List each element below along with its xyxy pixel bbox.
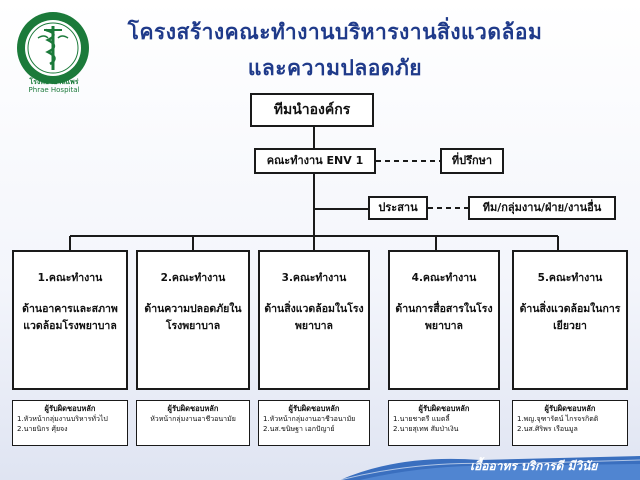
responsible-box-3: ผู้รับผิดชอบหลัก 1.หัวหน้ากลุ่มงานอาชีวอ…	[258, 400, 370, 446]
footer-motto: เอื้ออาทร บริการดี มีวินัย	[470, 459, 598, 473]
team-box-2: 2.คณะทำงาน ด้านความปลอดภัยในโรงพยาบาล	[136, 250, 250, 390]
logo-caption: โรงพยาบาลแพร่ Phrae Hospital	[6, 78, 102, 94]
team-box-4: 4.คณะทำงาน ด้านการสื่อสารในโรงพยาบาล	[388, 250, 500, 390]
team-box-1: 1.คณะทำงาน ด้านอาคารและสภาพแวดล้อมโรงพยา…	[12, 250, 128, 390]
responsible-heading: ผู้รับผิดชอบหลัก	[44, 404, 96, 413]
team-description: ด้านการสื่อสารในโรงพยาบาล	[395, 303, 493, 332]
responsible-box-2: ผู้รับผิดชอบหลัก หัวหน้ากลุ่มงานอาชีวอนา…	[136, 400, 250, 446]
env-committee-box: คณะทำงาน ENV 1	[254, 148, 376, 174]
team-number: 4.คณะทำงาน	[411, 272, 477, 284]
other-teams-box: ทีม/กลุ่มงาน/ฝ่าย/งานอื่น	[468, 196, 616, 220]
team-box-5: 5.คณะทำงาน ด้านสิ่งแวดล้อมในการเยียวยา	[512, 250, 628, 390]
logo-caption-thai: โรงพยาบาลแพร่	[29, 78, 79, 86]
responsible-box-5: ผู้รับผิดชอบหลัก 1.พญ.จุฑารัตน์ ไกรจรกิต…	[512, 400, 628, 446]
responsible-person: 2.นายสุเทพ สัมป่าเงิน	[393, 425, 459, 433]
responsible-person: 2.นายนิกร ศุ้ยจง	[17, 425, 68, 433]
page-title-line1: โครงสร้างคณะทำงานบริหารงานสิ่งแวดล้อม	[127, 20, 543, 44]
team-description: ด้านอาคารและสภาพแวดล้อมโรงพยาบาล	[22, 303, 118, 332]
leadership-team-box: ทีมนำองค์กร	[250, 93, 374, 127]
responsible-person: 1.นายชาตรี แมตลี้	[393, 415, 450, 423]
page-title-line2: และความปลอดภัย	[247, 56, 423, 80]
responsible-person: 2.นส.ขนิษฐา เอกปัญาย์	[263, 425, 335, 433]
responsible-heading: ผู้รับผิดชอบหลัก	[418, 404, 470, 413]
coordinate-box: ประสาน	[368, 196, 428, 220]
team-number: 1.คณะทำงาน	[37, 272, 103, 284]
responsible-person: หัวหน้ากลุ่มงานอาชีวอนามัย	[150, 415, 236, 423]
responsible-person: 1.หัวหน้ากลุ่มงานบริหารทั่วไป	[17, 415, 108, 423]
responsible-person: 1.หัวหน้ากลุ่มงานอาชีวอนามัย	[263, 415, 356, 423]
team-description: ด้านสิ่งแวดล้อมในโรงพยาบาล	[264, 303, 364, 332]
responsible-box-1: ผู้รับผิดชอบหลัก 1.หัวหน้ากลุ่มงานบริหาร…	[12, 400, 128, 446]
responsible-heading: ผู้รับผิดชอบหลัก	[544, 404, 596, 413]
responsible-box-4: ผู้รับผิดชอบหลัก 1.นายชาตรี แมตลี้ 2.นาย…	[388, 400, 500, 446]
responsible-person: 1.พญ.จุฑารัตน์ ไกรจรกิตติ	[517, 415, 599, 423]
team-number: 2.คณะทำงาน	[160, 272, 226, 284]
team-description: ด้านความปลอดภัยในโรงพยาบาล	[144, 303, 242, 332]
team-number: 3.คณะทำงาน	[281, 272, 347, 284]
footer-banner	[340, 456, 640, 480]
advisor-box: ที่ปรึกษา	[440, 148, 504, 174]
responsible-heading: ผู้รับผิดชอบหลัก	[167, 404, 219, 413]
responsible-person: 2.นส.ศิริพร เรือนมูล	[517, 425, 578, 433]
team-description: ด้านสิ่งแวดล้อมในการเยียวยา	[519, 303, 621, 332]
hospital-logo	[17, 12, 89, 84]
logo-caption-english: Phrae Hospital	[28, 86, 80, 94]
responsible-heading: ผู้รับผิดชอบหลัก	[288, 404, 340, 413]
team-number: 5.คณะทำงาน	[537, 272, 603, 284]
team-box-3: 3.คณะทำงาน ด้านสิ่งแวดล้อมในโรงพยาบาล	[258, 250, 370, 390]
